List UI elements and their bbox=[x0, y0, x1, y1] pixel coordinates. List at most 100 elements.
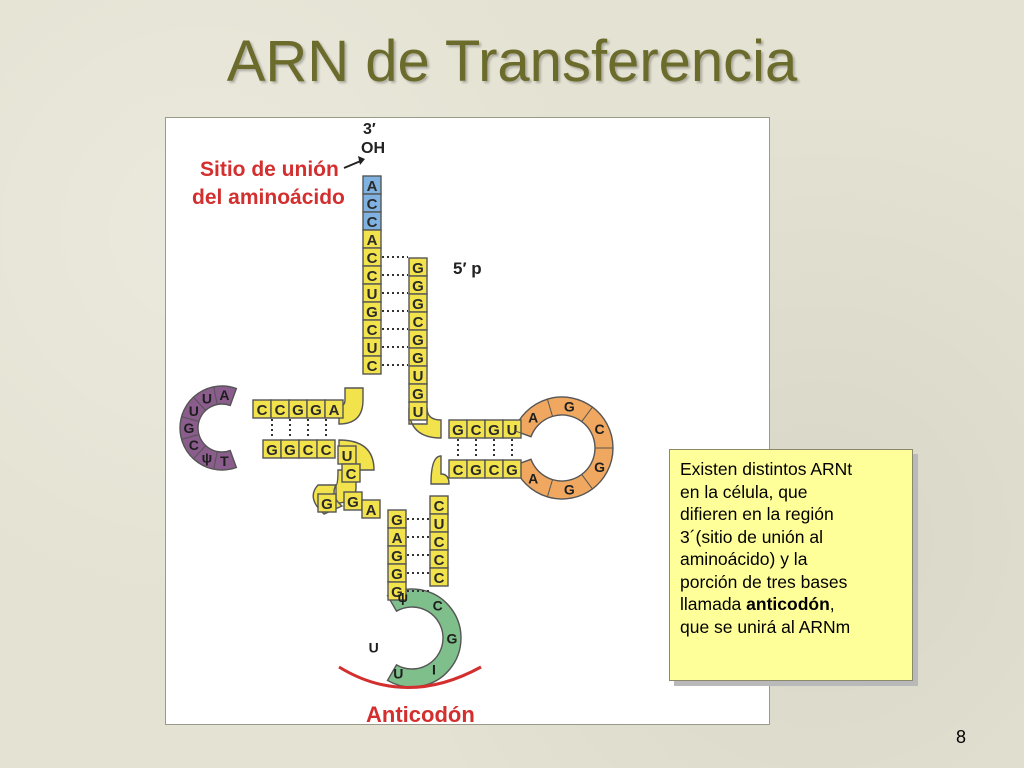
svg-text:G: G bbox=[594, 459, 605, 475]
svg-text:U: U bbox=[342, 448, 353, 465]
svg-text:A: A bbox=[329, 402, 340, 419]
note-line: Existen distintos ARNt bbox=[680, 459, 853, 479]
note-line: llamada anticodón, bbox=[680, 593, 902, 616]
svg-text:G: G bbox=[391, 584, 403, 601]
label-3prime: 3′ bbox=[363, 121, 376, 138]
t-arm-top-base: G bbox=[448, 419, 468, 439]
svg-text:A: A bbox=[392, 530, 403, 547]
anticodon-left-base: G bbox=[387, 545, 407, 565]
svg-text:G: G bbox=[488, 422, 500, 439]
svg-text:G: G bbox=[284, 442, 296, 459]
svg-text:U: U bbox=[413, 368, 424, 385]
svg-text:U: U bbox=[369, 639, 379, 655]
acceptor-right-base: G bbox=[408, 329, 428, 349]
anticodon-loop-base: C bbox=[433, 597, 443, 613]
anticodon-left-base: A bbox=[387, 527, 407, 547]
svg-text:U: U bbox=[367, 286, 378, 303]
svg-text:C: C bbox=[275, 402, 286, 419]
anticodon-loop-base: G bbox=[446, 630, 457, 646]
svg-text:U: U bbox=[393, 666, 403, 682]
svg-text:C: C bbox=[321, 442, 332, 459]
d-arm-top-base: C bbox=[270, 399, 290, 419]
d-loop-base: ψ bbox=[193, 445, 213, 465]
svg-text:ψ: ψ bbox=[202, 449, 213, 465]
svg-text:C: C bbox=[489, 462, 500, 479]
svg-text:C: C bbox=[367, 250, 378, 267]
d-loop-base: T bbox=[213, 451, 229, 470]
t-loop-base: A bbox=[513, 409, 538, 438]
svg-text:C: C bbox=[367, 268, 378, 285]
acceptor-right-base: G bbox=[408, 275, 428, 295]
svg-text:ψ: ψ bbox=[397, 589, 408, 605]
svg-text:C: C bbox=[367, 196, 378, 213]
d-arm-bottom-base: G bbox=[262, 439, 282, 459]
t-arm-top-base: G bbox=[484, 419, 504, 439]
svg-text:C: C bbox=[413, 314, 424, 331]
svg-text:U: U bbox=[507, 422, 518, 439]
acceptor-end-base: A bbox=[362, 175, 382, 195]
svg-text:C: C bbox=[471, 422, 482, 439]
t-arm-bottom-base: C bbox=[448, 459, 468, 479]
t-arm-bottom-base: G bbox=[502, 459, 522, 479]
label-amino-acid-site-line1: Sitio de unión bbox=[200, 158, 339, 181]
svg-text:G: G bbox=[452, 422, 464, 439]
svg-text:A: A bbox=[528, 471, 538, 487]
svg-text:U: U bbox=[202, 391, 212, 407]
anticodon-bracket bbox=[338, 665, 482, 689]
svg-text:G: G bbox=[412, 332, 424, 349]
svg-text:C: C bbox=[367, 322, 378, 339]
svg-text:G: G bbox=[412, 386, 424, 403]
note-line: aminoácido) y la bbox=[680, 549, 808, 569]
d-arm-top-base: G bbox=[288, 399, 308, 419]
svg-text:I: I bbox=[432, 661, 436, 677]
svg-text:U: U bbox=[367, 340, 378, 357]
anticodon-left-base: G bbox=[387, 563, 407, 583]
note-line: 3´(sitio de unión al bbox=[680, 526, 823, 547]
bend-t-anticodon bbox=[430, 455, 450, 485]
acceptor-left-base: C bbox=[362, 265, 382, 285]
svg-text:G: G bbox=[266, 442, 278, 459]
t-loop-base: G bbox=[564, 474, 593, 497]
svg-text:G: G bbox=[506, 462, 518, 479]
anticodon-left-base: G bbox=[387, 509, 407, 529]
page-number: 8 bbox=[955, 727, 966, 747]
t-arm-top-base: U bbox=[502, 419, 522, 439]
d-arm-bottom-base: C bbox=[298, 439, 318, 459]
svg-text:C: C bbox=[453, 462, 464, 479]
svg-text:G: G bbox=[446, 630, 457, 646]
anticodon-left-base: G bbox=[387, 581, 407, 601]
d-arm-top-base: C bbox=[252, 399, 272, 419]
anticodon-right-base: C bbox=[429, 531, 449, 551]
svg-text:C: C bbox=[434, 552, 445, 569]
svg-text:C: C bbox=[367, 358, 378, 375]
svg-text:G: G bbox=[366, 304, 378, 321]
d-loop-base: U bbox=[202, 386, 218, 407]
svg-text:C: C bbox=[434, 498, 445, 515]
t-loop-base: C bbox=[581, 406, 605, 437]
variable-base: G bbox=[343, 491, 363, 511]
note-line: porción de tres bases bbox=[680, 571, 848, 592]
anticodon-loop-base: ψ bbox=[397, 589, 408, 605]
svg-text:A: A bbox=[367, 178, 378, 195]
anticodon-loop-ring-band bbox=[386, 588, 462, 688]
acceptor-left-base: U bbox=[362, 337, 382, 357]
note-text: llamada bbox=[680, 594, 747, 614]
label-5prime: 5′ p bbox=[453, 259, 482, 278]
acceptor-right-base: U bbox=[408, 401, 428, 421]
label-amino-acid-site-line2: del aminoácido bbox=[192, 186, 345, 209]
acceptor-left-base: C bbox=[362, 319, 382, 339]
svg-text:G: G bbox=[391, 512, 403, 529]
info-note: Existen distintos ARNt en la célula, que… bbox=[669, 449, 913, 681]
svg-text:C: C bbox=[367, 214, 378, 231]
svg-text:G: G bbox=[412, 278, 424, 295]
svg-text:G: G bbox=[412, 296, 424, 313]
acceptor-left-base: C bbox=[362, 355, 382, 375]
variable-base: G bbox=[317, 493, 337, 513]
d-loop-base: U bbox=[189, 396, 207, 419]
d-loop-base: C bbox=[181, 434, 200, 453]
acceptor-end-base: C bbox=[362, 211, 382, 231]
svg-text:A: A bbox=[366, 502, 377, 519]
label-oh: OH bbox=[361, 140, 385, 157]
acceptor-right-base: G bbox=[408, 383, 428, 403]
